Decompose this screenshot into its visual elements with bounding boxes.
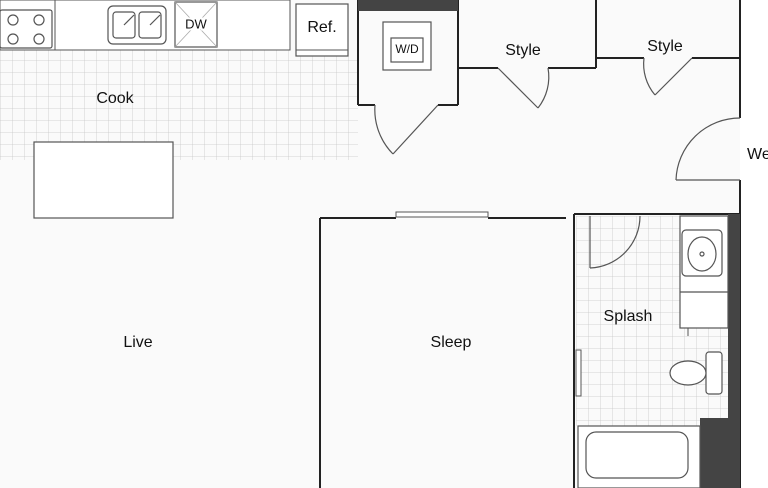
wall-block-corner — [700, 418, 740, 488]
kitchen-counter — [0, 0, 291, 51]
washer-dryer-label: W/D — [395, 42, 419, 56]
toilet-icon — [669, 351, 723, 395]
room-label-welcome: We — [747, 146, 768, 163]
refrigerator-icon — [295, 3, 349, 57]
dishwasher-icon — [174, 1, 218, 48]
grab-bar — [575, 349, 582, 397]
kitchen-island — [33, 141, 174, 219]
room-label-cook: Cook — [96, 90, 134, 107]
closet-sliding-door — [395, 211, 489, 218]
bathroom-sink-icon — [681, 229, 723, 277]
room-label-sleep: Sleep — [431, 334, 472, 351]
refrigerator-label: Ref. — [307, 19, 336, 36]
door-swings — [374, 57, 741, 269]
room-label-live: Live — [123, 334, 152, 351]
dishwasher-label: DW — [185, 16, 207, 31]
room-label-style-left: Style — [505, 42, 541, 59]
washer-dryer-icon — [382, 21, 432, 71]
sink-icon — [107, 5, 167, 45]
bathtub-icon — [577, 425, 701, 488]
wall-block-top — [358, 0, 458, 11]
wall-block-right — [728, 214, 740, 430]
stove-icon — [0, 9, 53, 49]
room-label-style-right: Style — [647, 38, 683, 55]
room-label-splash: Splash — [604, 308, 653, 325]
